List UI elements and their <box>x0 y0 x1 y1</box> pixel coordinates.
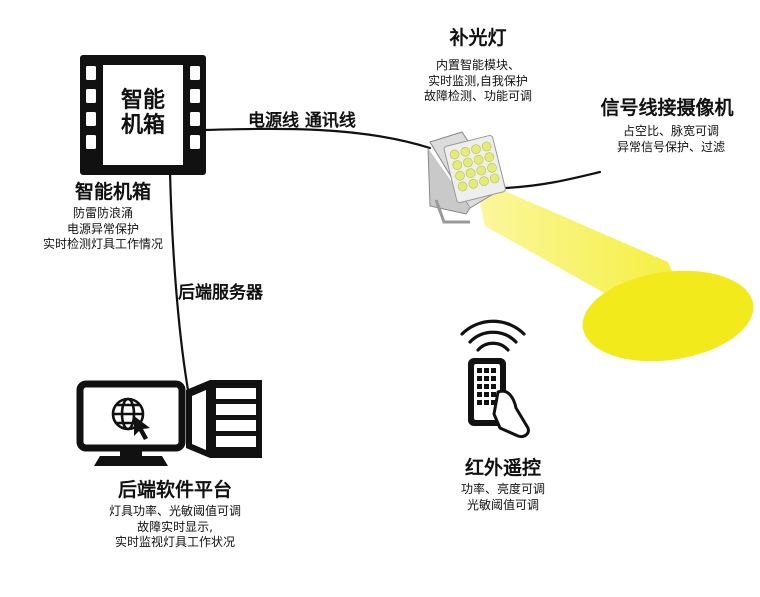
platform-feature: 故障实时显示, <box>137 519 213 534</box>
signal-cable <box>503 170 602 190</box>
hand-icon <box>492 389 530 438</box>
cursor-icon <box>134 416 150 440</box>
film-box-icon <box>80 55 206 175</box>
smart-box-feature: 实时检测灯具工作情况 <box>42 237 163 252</box>
platform-features: 灯具功率、光敏阈值可调 故障实时显示, 实时监视灯具工作状况 <box>80 504 270 551</box>
platform-title: 后端软件平台 <box>117 479 232 501</box>
box-icon-line1: 智能 <box>120 88 165 113</box>
platform-feature: 灯具功率、光敏阈值可调 <box>108 504 241 518</box>
wifi-signal-icon <box>460 319 526 352</box>
remote-features: 功率、亮度可调 光敏阈值可调 <box>440 482 566 513</box>
spotlight-icon <box>427 131 506 224</box>
smart-box-title: 智能机箱 <box>74 181 151 203</box>
light-title: 补光灯 <box>449 27 507 49</box>
platform-feature: 实时监视灯具工作状况 <box>114 535 235 550</box>
server-label: 后端服务器 <box>178 283 263 303</box>
server-rack-icon <box>186 380 262 458</box>
remote-feature: 光敏阈值可调 <box>466 497 539 512</box>
remote-feature: 功率、亮度可调 <box>460 482 545 496</box>
signal-features: 占空比、脉宽可调 异常信号保护、过滤 <box>596 124 746 155</box>
light-feature: 内置智能模块、 <box>435 58 520 72</box>
cables <box>168 127 602 392</box>
box-icon-label: 智能 机箱 <box>103 88 183 139</box>
smart-box-feature: 电源异常保护 <box>66 221 139 236</box>
light-feature: 实时监测,自我保护 <box>428 73 528 88</box>
signal-feature: 占空比、脉宽可调 <box>622 124 719 138</box>
power-comm-cable <box>203 127 432 150</box>
light-features: 内置智能模块、 实时监测,自我保护 故障检测、功能可调 <box>408 58 548 105</box>
signal-feature: 异常信号保护、过滤 <box>616 139 725 154</box>
smart-box-feature: 防雷防浪涌 <box>72 206 133 220</box>
remote-title: 红外遥控 <box>464 457 541 479</box>
smart-box-features: 防雷防浪涌 电源异常保护 实时检测灯具工作情况 <box>18 206 188 253</box>
light-beam <box>475 178 754 362</box>
cable-label: 电源线 通讯线 <box>248 111 356 131</box>
monitor-globe-icon <box>76 380 186 466</box>
box-icon-line2: 机箱 <box>120 113 165 139</box>
signal-title: 信号线接摄像机 <box>600 97 734 119</box>
light-feature: 故障检测、功能可调 <box>423 89 532 104</box>
server-cable <box>168 170 190 392</box>
remote-control-icon <box>460 319 530 438</box>
